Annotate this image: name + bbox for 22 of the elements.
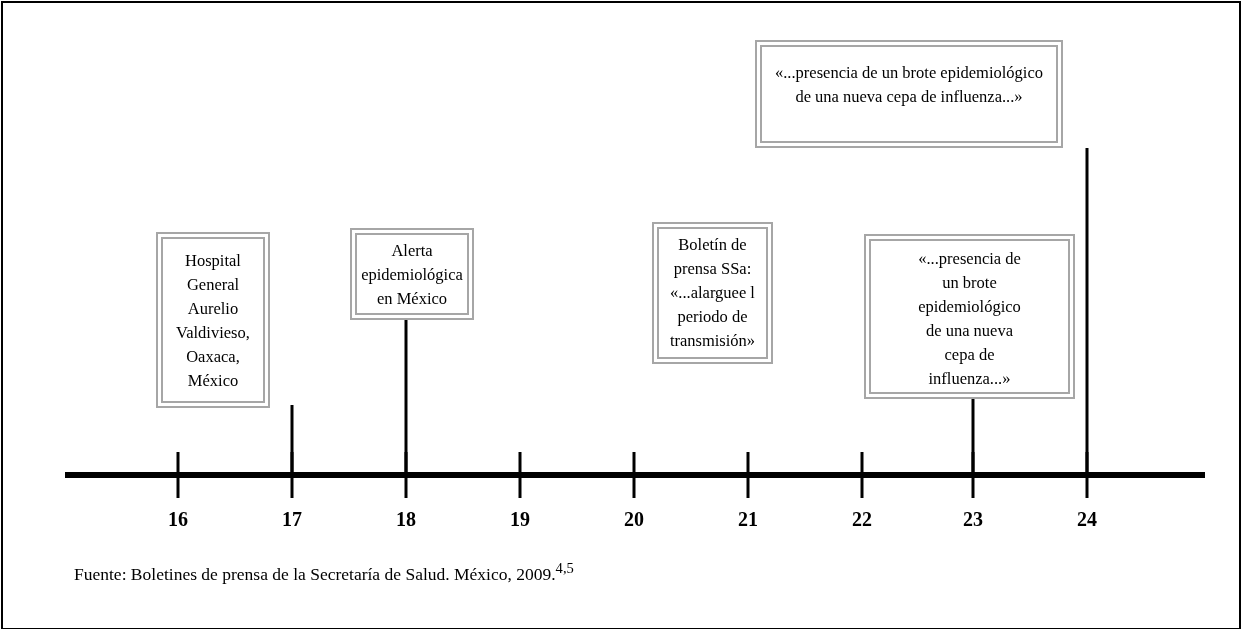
- date-label: 16: [167, 508, 189, 531]
- event-box: [864, 234, 1075, 399]
- date-label: 22: [851, 508, 873, 531]
- event-box: [156, 232, 270, 408]
- event-text: Boletín de prensa SSa: «...alarguee l periodo de transmisión»: [668, 234, 757, 352]
- date-label: 23: [962, 508, 984, 531]
- date-label: 19: [509, 508, 531, 531]
- event-text: «...presencia de un brote epidemiológico de una nueva cepa de influenza...»: [773, 62, 1044, 108]
- event-text: «...presencia de un brote epidemiológico de una nueva cepa de influenza...»: [917, 248, 1022, 390]
- event-text: Alerta epidemiológica en México: [360, 240, 464, 310]
- event-box: [755, 40, 1063, 148]
- event-text: Hospital General Aurelio Valdivieso, Oaxaca, México: [175, 250, 251, 392]
- date-label: 21: [737, 508, 759, 531]
- source-note: Fuente: Boletines de prensa de la Secretaría de Salud. México, 2009.$^{4,5}$: [74, 560, 574, 585]
- date-marker-line: [404, 320, 408, 475]
- date-label: 18: [395, 508, 417, 531]
- event-box: [652, 222, 773, 364]
- event-box: [350, 228, 474, 320]
- date-label: 17: [281, 508, 303, 531]
- date-label: 24: [1076, 508, 1098, 531]
- date-label: 20: [623, 508, 645, 531]
- date-marker-line: [971, 399, 975, 475]
